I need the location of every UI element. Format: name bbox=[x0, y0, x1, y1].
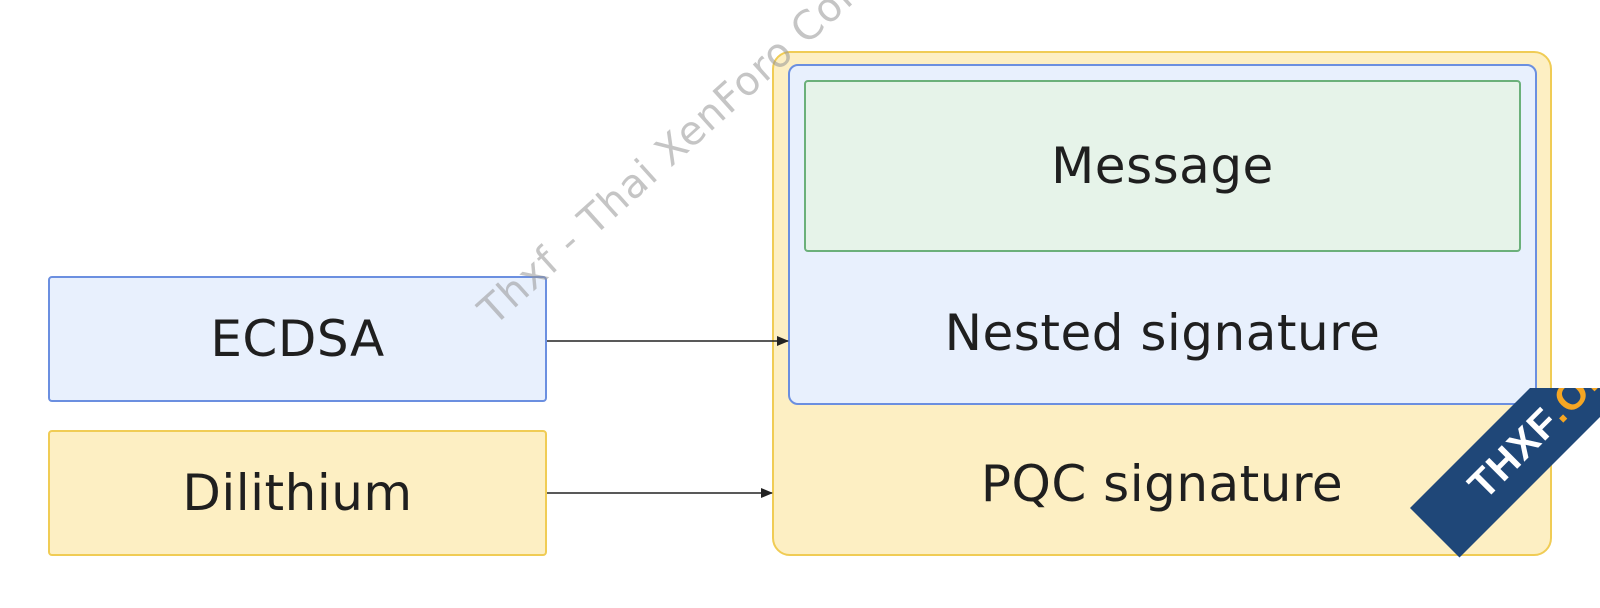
site-badge: THXF.ORG bbox=[1380, 388, 1600, 608]
dilithium-box: Dilithium bbox=[48, 430, 547, 556]
dilithium-label: Dilithium bbox=[182, 464, 413, 522]
pqc-signature-label: PQC signature bbox=[980, 455, 1344, 513]
site-badge-band: THXF.ORG bbox=[1410, 388, 1600, 558]
ecdsa-box: ECDSA bbox=[48, 276, 547, 402]
message-label: Message bbox=[1051, 137, 1274, 195]
ecdsa-label: ECDSA bbox=[210, 310, 385, 368]
nested-signature-label: Nested signature bbox=[944, 304, 1381, 362]
message-box: Message bbox=[804, 80, 1521, 252]
